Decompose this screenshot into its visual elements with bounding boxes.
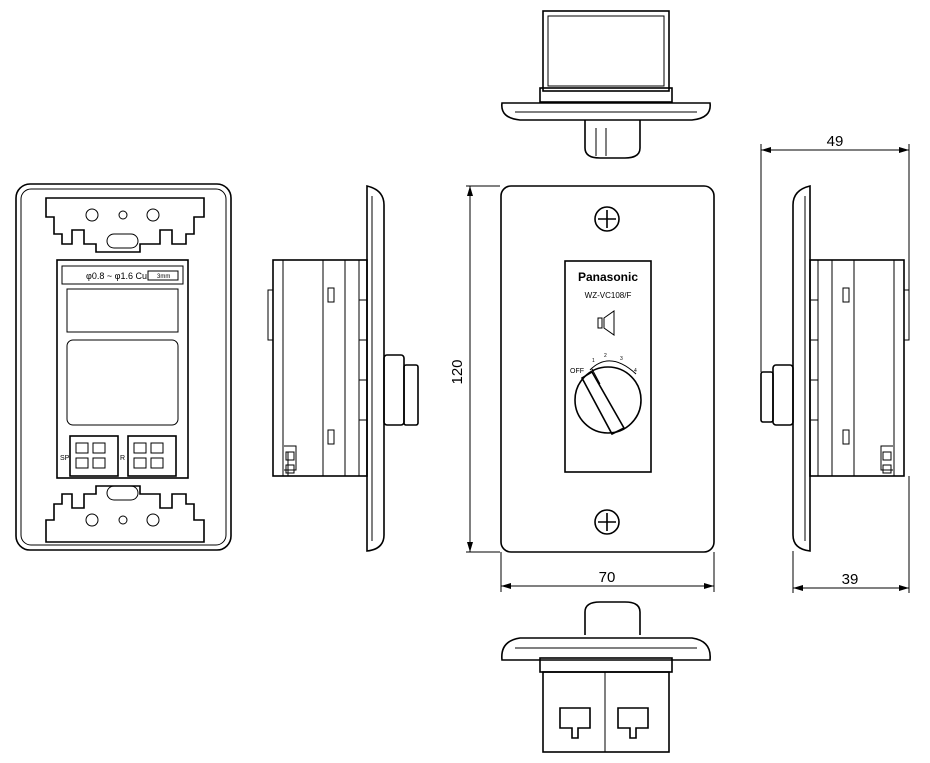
width-dimension: 70 xyxy=(500,552,715,592)
speaker-icon xyxy=(597,310,615,336)
body-depth-value: 39 xyxy=(842,571,859,588)
total-depth-value: 49 xyxy=(827,133,844,150)
top-view xyxy=(501,10,711,159)
dial-mark-2: 2 xyxy=(604,353,607,359)
dial-mark-3: 3 xyxy=(620,356,623,362)
dial-mark-1: 1 xyxy=(592,358,595,364)
left-side-view xyxy=(267,184,419,552)
brand-label: Panasonic xyxy=(578,270,638,284)
height-dimension: 120 xyxy=(449,185,500,553)
body-depth-dimension: 39 xyxy=(792,476,910,593)
front-view: Panasonic WZ-VC108/F OFF 1 2 3 4 xyxy=(500,185,715,553)
volume-dial: OFF 1 2 3 4 xyxy=(570,353,642,436)
off-label: OFF xyxy=(570,368,584,375)
strip-length-label: 3mm xyxy=(157,274,170,280)
total-depth-dimension: 49 xyxy=(760,133,910,372)
dial-mark-4: 4 xyxy=(634,368,637,374)
terminal-r-label: R xyxy=(120,455,125,462)
height-value: 120 xyxy=(449,359,466,384)
top-screw xyxy=(594,206,620,232)
model-label: WZ-VC108/F xyxy=(585,291,632,300)
bottom-view xyxy=(501,601,711,753)
bottom-screw xyxy=(594,509,620,535)
width-value: 70 xyxy=(599,569,616,586)
right-side-view xyxy=(760,184,910,552)
back-view: φ0.8 ~ φ1.6 Cu 3mm SP R xyxy=(15,183,232,551)
terminal-sp-label: SP xyxy=(60,455,70,462)
wire-spec-label: φ0.8 ~ φ1.6 Cu xyxy=(86,271,147,281)
